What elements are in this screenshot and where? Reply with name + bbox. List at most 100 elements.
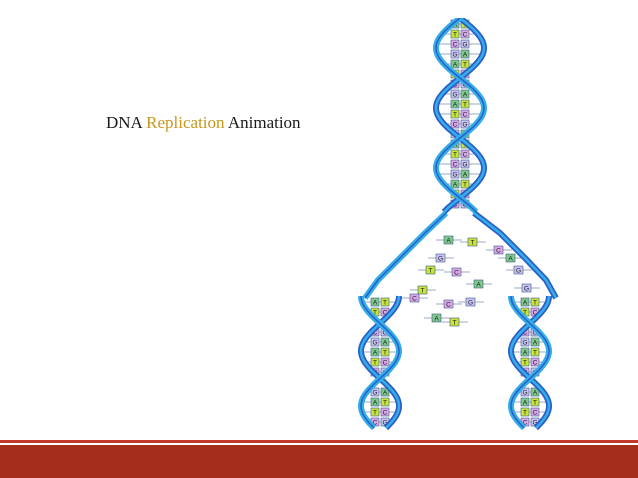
nucleotide <box>530 407 540 417</box>
free-nucleotide <box>443 235 454 245</box>
base-letter: A <box>373 400 378 407</box>
base-letter: T <box>471 240 475 247</box>
base-letter: G <box>382 330 387 337</box>
nucleotide <box>520 387 530 397</box>
footer-accent-line <box>0 440 638 443</box>
base-letter: T <box>463 182 467 189</box>
base-letter: T <box>533 350 537 357</box>
base-letter: G <box>532 330 537 337</box>
base-letter: C <box>446 302 451 309</box>
base-letter: T <box>523 360 527 367</box>
base-letter: G <box>532 420 537 427</box>
base-letter: T <box>373 410 377 417</box>
nucleotide <box>450 109 460 119</box>
nucleotide <box>450 159 460 169</box>
nucleotide <box>530 347 540 357</box>
base-letter: A <box>453 62 458 69</box>
daughter-left-strand-a-highlight <box>359 295 401 429</box>
nucleotide <box>460 99 470 109</box>
free-nucleotide <box>417 285 428 295</box>
nucleotide <box>450 89 460 99</box>
nucleotide <box>520 337 530 347</box>
base-letter: C <box>463 112 468 119</box>
nucleotide <box>450 39 460 49</box>
free-nucleotide <box>449 317 460 327</box>
base-letter: C <box>453 42 458 49</box>
nucleotide <box>460 39 470 49</box>
base-letter: A <box>373 350 378 357</box>
nucleotide <box>450 49 460 59</box>
base-letter: T <box>523 410 527 417</box>
base-letter: T <box>383 350 387 357</box>
base-letter: T <box>373 310 377 317</box>
nucleotide <box>450 99 460 109</box>
nucleotide <box>520 407 530 417</box>
fork-right-strand-highlight <box>473 212 558 299</box>
nucleotide <box>460 149 470 159</box>
fork-left-strand <box>362 210 449 300</box>
nucleotide <box>520 347 530 357</box>
nucleotide <box>380 357 390 367</box>
nucleotide <box>530 357 540 367</box>
nucleotide <box>460 159 470 169</box>
nucleotide <box>380 397 390 407</box>
nucleotide <box>460 29 470 39</box>
base-letter: A <box>463 92 468 99</box>
base-letter: T <box>463 102 467 109</box>
base-letter: C <box>533 360 538 367</box>
base-letter: C <box>453 122 458 129</box>
base-letter: A <box>523 300 528 307</box>
nucleotide <box>530 387 540 397</box>
nucleotide <box>530 297 540 307</box>
free-nucleotide <box>435 253 446 263</box>
base-letter: A <box>476 282 481 289</box>
nucleotide <box>380 337 390 347</box>
daughter-right-strand-b-edge <box>510 295 550 429</box>
free-nucleotide <box>493 245 504 255</box>
free-nucleotide <box>451 267 462 277</box>
base-letter: G <box>452 172 457 179</box>
base-letter: C <box>463 152 468 159</box>
base-letter: T <box>429 268 433 275</box>
base-letter: G <box>462 122 467 129</box>
slide-title: DNA Replication Animation <box>106 113 301 133</box>
nucleotide <box>530 397 540 407</box>
title-word-dna: DNA <box>106 113 142 132</box>
nucleotide <box>520 397 530 407</box>
base-letter: G <box>524 286 529 293</box>
nucleotide <box>450 179 460 189</box>
base-letter: T <box>453 320 457 327</box>
free-nucleotide <box>425 265 436 275</box>
base-letter: C <box>373 330 378 337</box>
nucleotide <box>460 49 470 59</box>
base-letter: C <box>383 310 388 317</box>
fork-left-strand-edge <box>364 212 447 299</box>
dna-backbone-strands <box>357 18 559 430</box>
base-letter: T <box>463 62 467 69</box>
base-letter: A <box>434 316 439 323</box>
base-letter: C <box>523 420 528 427</box>
title-word-animation: Animation <box>227 113 301 132</box>
base-letter: G <box>372 390 377 397</box>
free-nucleotide <box>473 279 484 289</box>
base-letter: A <box>383 340 388 347</box>
base-letter: T <box>453 32 457 39</box>
nucleotide <box>370 347 380 357</box>
base-letter: T <box>453 152 457 159</box>
nucleotide <box>380 297 390 307</box>
base-letter: C <box>533 310 538 317</box>
base-letter: T <box>421 288 425 295</box>
free-nucleotide <box>465 297 476 307</box>
base-letter: T <box>383 400 387 407</box>
nucleotide <box>450 59 460 69</box>
free-nucleotide <box>431 313 442 323</box>
base-letter: T <box>453 112 457 119</box>
nucleotide <box>460 59 470 69</box>
base-letter: A <box>508 256 513 263</box>
base-letter: A <box>453 182 458 189</box>
base-letter: G <box>522 390 527 397</box>
nucleotide <box>520 357 530 367</box>
base-letter: A <box>523 350 528 357</box>
nucleotide <box>370 397 380 407</box>
nucleotide <box>450 169 460 179</box>
